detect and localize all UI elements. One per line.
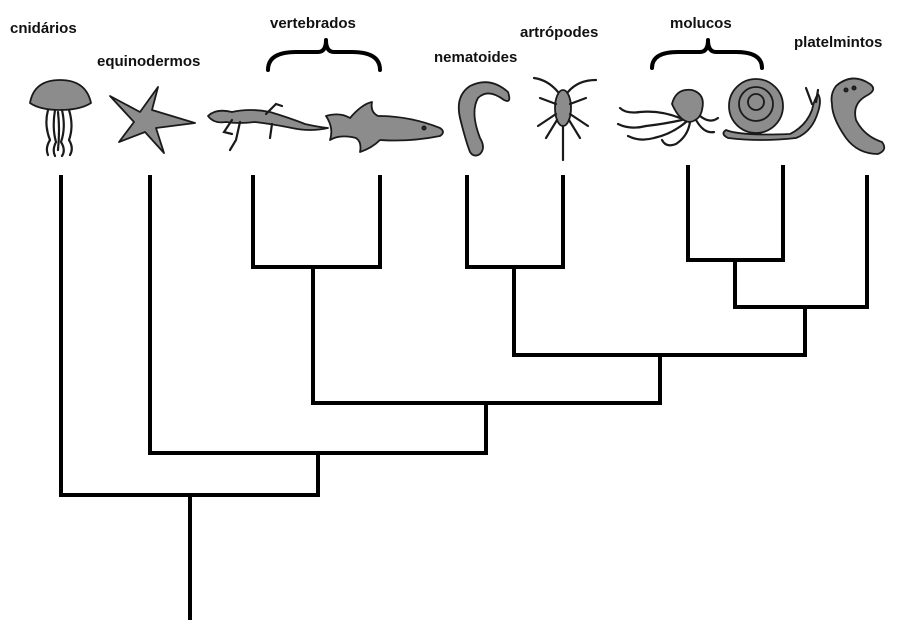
label-equinodermos: equinodermos	[97, 53, 200, 70]
octopus-icon	[618, 90, 718, 146]
salamander-icon	[208, 104, 328, 150]
label-platelmintos: platelmintos	[794, 34, 882, 51]
brace-moluscos	[652, 40, 762, 68]
flatworm-icon	[832, 78, 885, 154]
crustacean-icon	[534, 78, 596, 160]
label-moluscos: molucos	[670, 15, 732, 32]
starfish-icon	[110, 87, 195, 153]
snail-icon	[723, 79, 820, 140]
brace-vertebrados	[268, 40, 380, 70]
label-vertebrados: vertebrados	[270, 15, 356, 32]
roundworm-icon	[459, 82, 510, 155]
label-cnidarios: cnidários	[10, 20, 77, 37]
label-artropodes: artrópodes	[520, 24, 598, 41]
jellyfish-icon	[30, 80, 91, 156]
shark-icon	[326, 102, 443, 152]
label-nematoides: nematoides	[434, 49, 517, 66]
